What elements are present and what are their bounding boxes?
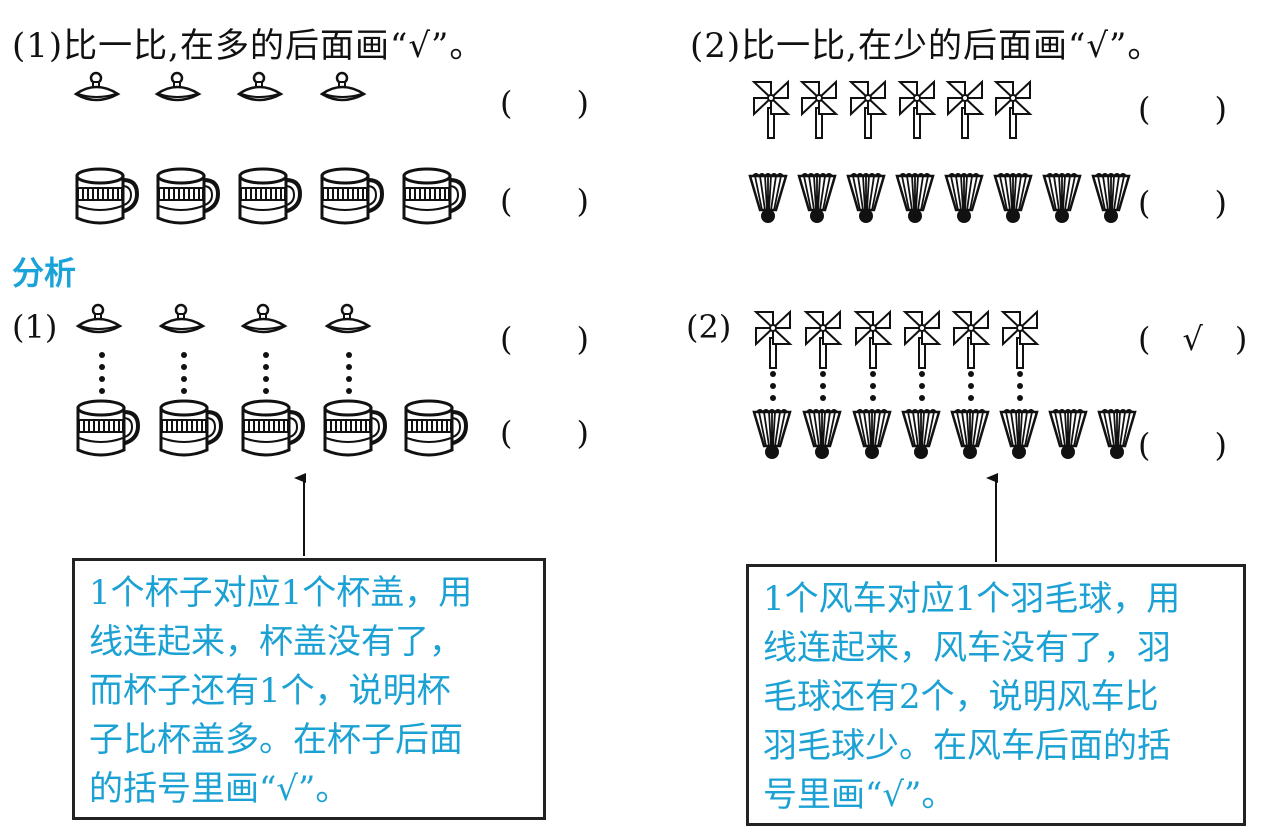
cup-lid-icon — [76, 303, 122, 334]
cup-lid-icon — [74, 71, 120, 102]
shuttlecock-icon — [1042, 172, 1082, 225]
a2-pinwheel-row — [755, 311, 1038, 369]
analysis-2-label: (2) — [686, 308, 732, 346]
a2-pinwheel-answer-bracket: ( √ ) — [1138, 320, 1248, 358]
pinwheel-icon — [755, 311, 791, 369]
q1-title: (1)比一比,在多的后面画“√”。 — [12, 26, 485, 66]
pinwheel-icon — [904, 311, 940, 369]
pinwheel-icon — [801, 81, 837, 139]
pinwheel-icon — [753, 81, 789, 139]
cup-icon — [241, 399, 305, 457]
analysis-1-label: (1) — [12, 308, 58, 346]
shuttlecock-icon — [1097, 408, 1137, 461]
pinwheel-icon — [805, 311, 841, 369]
a1-lid-answer-bracket: ( ) — [500, 320, 589, 358]
analysis-heading: 分析 — [12, 254, 77, 292]
shuttlecock-icon — [1091, 172, 1131, 225]
a2-dotted-connectors — [770, 371, 1023, 401]
analysis-2-note-text: 1个风车对应1个羽毛球，用 线连起来，风车没有了，羽 毛球还有2个，说明风车比 … — [763, 579, 1181, 815]
cup-icon — [404, 399, 468, 457]
shuttlecock-icon — [895, 172, 935, 225]
shuttlecock-icon — [797, 172, 837, 225]
pinwheel-icon — [1002, 311, 1038, 369]
cup-lid-icon — [320, 71, 366, 102]
cup-lid-icon — [155, 71, 201, 102]
a1-cup-answer-bracket: ( ) — [500, 414, 589, 452]
cup-lid-icon — [325, 303, 371, 334]
q1-lid-row — [74, 71, 366, 102]
pinwheel-icon — [947, 81, 983, 139]
q1-cup-answer-bracket[interactable]: ( ) — [500, 182, 589, 220]
pinwheel-icon — [850, 81, 886, 139]
q2-title: (2)比一比,在少的后面画“√”。 — [690, 26, 1163, 66]
analysis-1-note-text: 1个杯子对应1个杯盖，用 线连起来，杯盖没有了， 而杯子还有1个，说明杯 子比杯… — [89, 573, 473, 809]
cup-icon — [159, 399, 223, 457]
cup-icon — [238, 167, 302, 225]
q1-cup-row — [75, 167, 466, 225]
shuttlecock-icon — [752, 408, 792, 461]
a2-shuttlecock-answer-bracket: ( ) — [1138, 426, 1227, 464]
cup-icon — [402, 167, 466, 225]
analysis-2-note-box: 1个风车对应1个羽毛球，用 线连起来，风车没有了，羽 毛球还有2个，说明风车比 … — [746, 564, 1246, 826]
shuttlecock-icon — [802, 408, 842, 461]
a1-dotted-connectors — [99, 352, 352, 394]
a1-cup-row — [76, 399, 468, 457]
pinwheel-icon — [899, 81, 935, 139]
cup-icon — [75, 167, 139, 225]
cup-icon — [323, 399, 387, 457]
cup-lid-icon — [159, 303, 205, 334]
cup-icon — [320, 167, 384, 225]
cup-lid-icon — [241, 303, 287, 334]
shuttlecock-icon — [950, 408, 990, 461]
shuttlecock-icon — [901, 408, 941, 461]
cup-icon — [156, 167, 220, 225]
q2-shuttlecock-answer-bracket[interactable]: ( ) — [1138, 184, 1227, 222]
shuttlecock-icon — [993, 172, 1033, 225]
cup-lid-icon — [237, 71, 283, 102]
shuttlecock-icon — [1048, 408, 1088, 461]
a2-shuttlecock-row — [752, 408, 1137, 461]
q2-pinwheel-answer-bracket[interactable]: ( ) — [1138, 90, 1227, 128]
q2-shuttlecock-row — [748, 172, 1131, 225]
pinwheel-icon — [953, 311, 989, 369]
cup-icon — [76, 399, 140, 457]
shuttlecock-icon — [748, 172, 788, 225]
shuttlecock-icon — [852, 408, 892, 461]
q1-lid-answer-bracket[interactable]: ( ) — [500, 84, 589, 122]
shuttlecock-icon — [846, 172, 886, 225]
analysis-1-note-box: 1个杯子对应1个杯盖，用 线连起来，杯盖没有了， 而杯子还有1个，说明杯 子比杯… — [72, 558, 546, 820]
shuttlecock-icon — [999, 408, 1039, 461]
pinwheel-icon — [855, 311, 891, 369]
q2-pinwheel-row — [753, 81, 1031, 139]
a1-lid-row — [76, 303, 371, 334]
shuttlecock-icon — [944, 172, 984, 225]
pinwheel-icon — [995, 81, 1031, 139]
